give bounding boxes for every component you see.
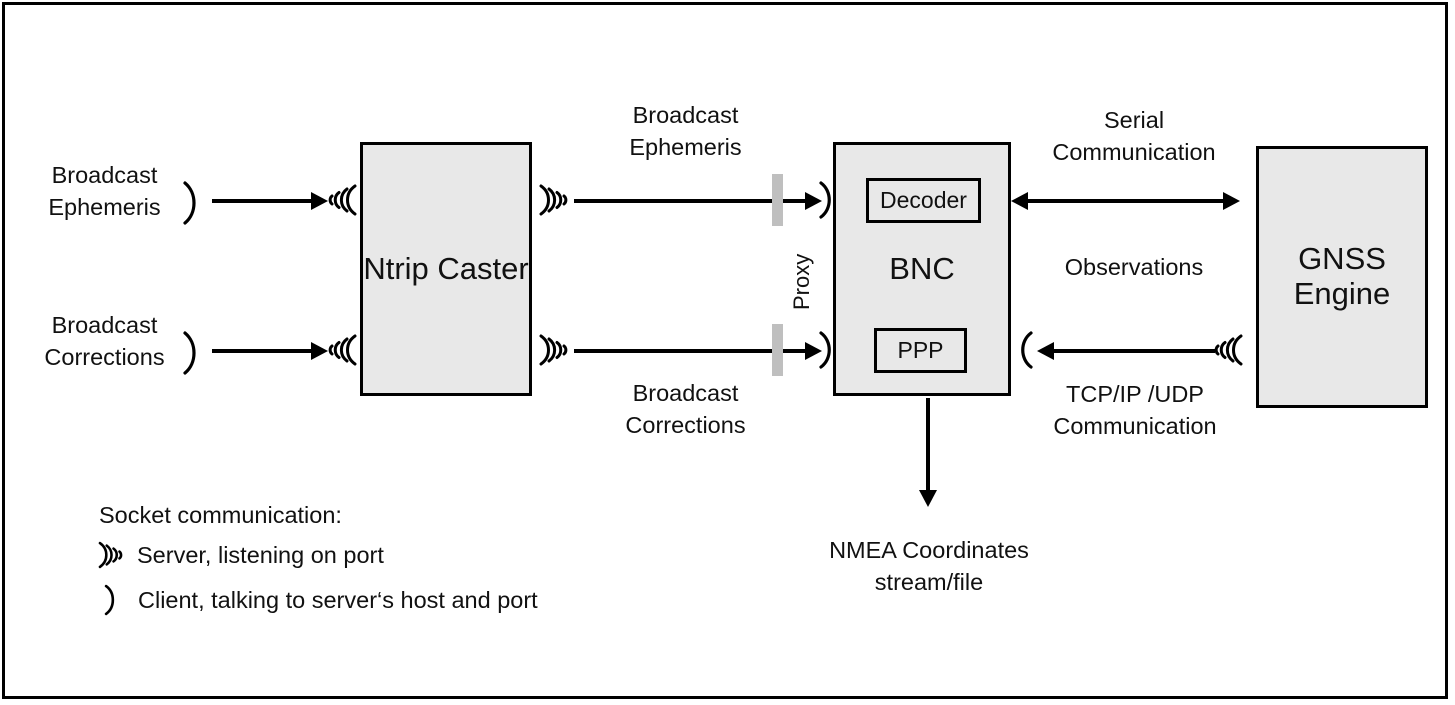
label-input-broadcast-ephemeris: Broadcast Ephemeris (48, 162, 161, 220)
server-antenna-icon (537, 180, 571, 220)
label-input-broadcast-corrections: Broadcast Corrections (44, 312, 165, 370)
label-tcp-udp-communication: TCP/IP /UDP Communication (1053, 381, 1217, 439)
client-arc-icon (816, 180, 838, 220)
proxy-bar-lower (772, 324, 783, 376)
server-antenna-icon (95, 538, 127, 572)
server-antenna-icon (325, 180, 359, 220)
arrow-observations-head (1037, 342, 1054, 360)
legend-item-client-label: Client, talking to server‘s host and por… (138, 586, 538, 613)
arrow-input-ephemeris-line (212, 199, 315, 203)
server-antenna-icon (537, 330, 571, 370)
node-gnss-engine-label: GNSS Engine (1293, 241, 1391, 311)
client-arc-icon (180, 180, 202, 226)
label-mid-broadcast-ephemeris: Broadcast Ephemeris (629, 102, 742, 160)
node-ppp[interactable]: PPP (874, 328, 967, 373)
arrow-nmea-line (926, 398, 930, 492)
arrow-nmea-head (919, 490, 937, 507)
client-arc-icon (180, 330, 202, 376)
arrow-observations-line (1052, 349, 1215, 353)
label-serial-communication: Serial Communication (1052, 107, 1216, 165)
arrow-corrections-to-bnc-line (574, 349, 809, 353)
legend-item-client: Client, talking to server‘s host and por… (102, 583, 538, 617)
arrow-input-corrections-line (212, 349, 315, 353)
label-proxy: Proxy (789, 253, 814, 310)
arrow-ephemeris-to-bnc-line (574, 199, 809, 203)
legend-item-server-label: Server, listening on port (137, 541, 384, 568)
client-arc-icon (1016, 330, 1036, 370)
arrow-serial-head-left (1011, 192, 1028, 210)
node-decoder[interactable]: Decoder (866, 178, 981, 223)
legend-item-server: Server, listening on port (95, 538, 384, 572)
node-ntrip-caster[interactable]: Ntrip Caster (360, 142, 532, 396)
arrow-ephemeris-to-bnc-head (805, 192, 822, 210)
node-decoder-label: Decoder (880, 187, 967, 213)
node-ppp-label: PPP (897, 337, 944, 363)
arrow-input-corrections-head (311, 342, 328, 360)
arrow-serial-head-right (1223, 192, 1240, 210)
label-mid-broadcast-corrections: Broadcast Corrections (625, 380, 746, 438)
arrow-input-ephemeris-head (311, 192, 328, 210)
server-antenna-icon (1211, 330, 1245, 370)
client-arc-icon (816, 330, 838, 370)
proxy-bar-upper (772, 174, 783, 226)
node-bnc-label: BNC (889, 250, 955, 286)
node-gnss-engine[interactable]: GNSS Engine (1256, 146, 1428, 408)
client-arc-icon (102, 583, 120, 617)
label-nmea-output: NMEA Coordinates stream/file (829, 537, 1029, 595)
arrow-serial-line (1024, 199, 1232, 203)
label-observations: Observations (1064, 254, 1204, 280)
node-ntrip-caster-label: Ntrip Caster (363, 250, 529, 286)
legend-heading: Socket communication: (99, 502, 342, 528)
arrow-corrections-to-bnc-head (805, 342, 822, 360)
server-antenna-icon (325, 330, 359, 370)
